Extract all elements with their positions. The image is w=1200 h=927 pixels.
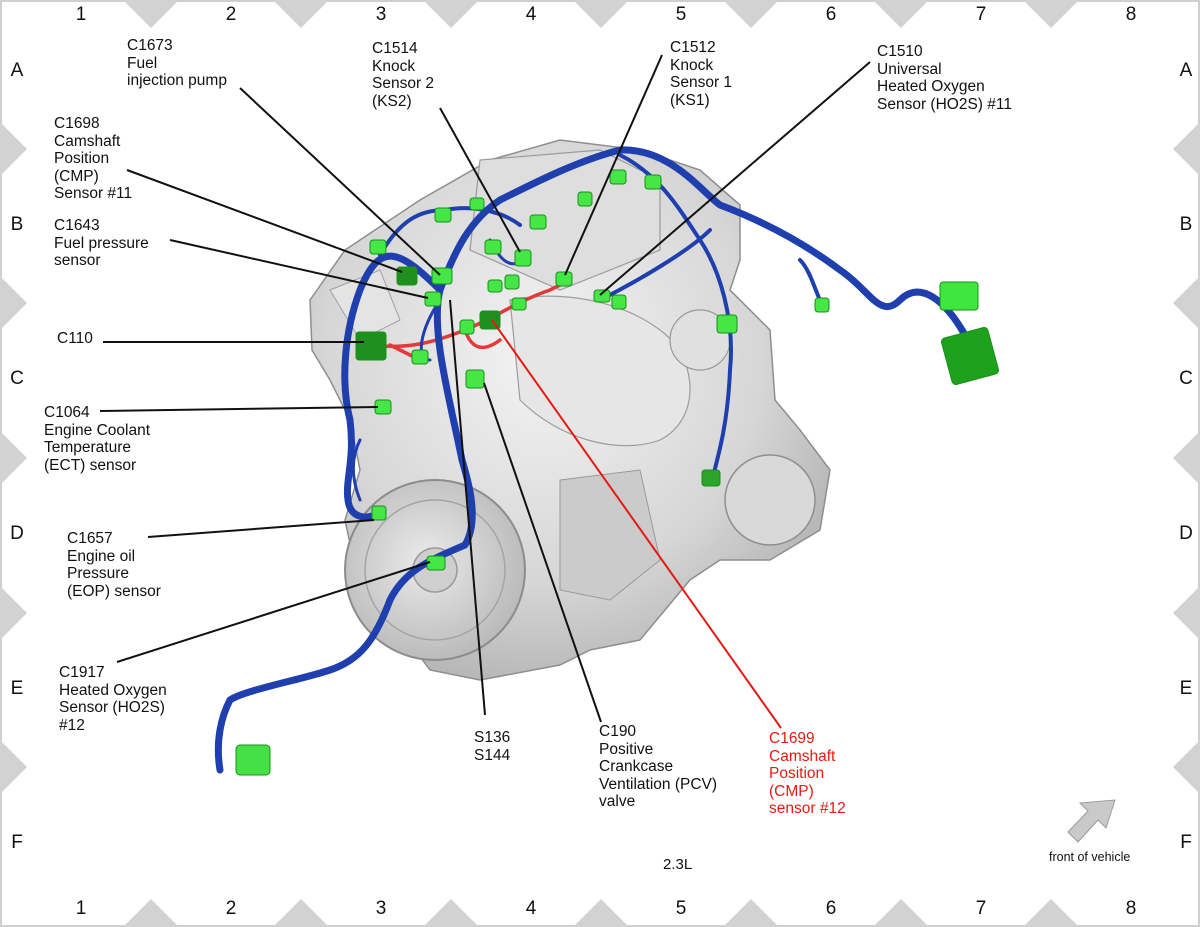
connector-c1698 (396, 266, 418, 286)
grid-col-5-bottom: 5 (675, 898, 687, 919)
bottom-frame-triangles (123, 899, 1079, 927)
leader-lines (99, 54, 871, 729)
leader-c1512 (564, 54, 663, 276)
grid-col-7-top: 7 (975, 4, 987, 25)
grid-row-e-left: E (10, 678, 24, 699)
connector-c1512 (555, 271, 573, 287)
leader-c1917 (116, 561, 431, 663)
leader-c1698 (126, 169, 403, 273)
leader-c1510 (599, 61, 871, 296)
label-c110: C110 (57, 330, 93, 347)
label-c1699: C1699 Camshaft Position (CMP) sensor #12 (769, 730, 846, 817)
grid-col-1-top: 1 (75, 4, 87, 25)
label-c1514: C1514 Knock Sensor 2 (KS2) (372, 40, 435, 110)
label-c1698: C1698 Camshaft Position (CMP) Sensor #11 (54, 115, 133, 202)
grid-row-d-right: D (1179, 523, 1193, 544)
grid-col-8-top: 8 (1125, 4, 1137, 25)
grid-col-4-bottom: 4 (525, 898, 537, 919)
grid-row-d-left: D (10, 523, 24, 544)
grid-row-b-right: B (1179, 214, 1193, 235)
grid-row-f-right: F (1180, 832, 1192, 853)
leader-c1657 (147, 519, 375, 538)
grid-col-3-bottom: 3 (375, 898, 387, 919)
grid-row-c-right: C (1179, 368, 1193, 389)
grid-col-6-top: 6 (825, 4, 837, 25)
leader-c1514 (439, 107, 521, 253)
grid-col-1-bottom: 1 (75, 898, 87, 919)
grid-row-b-left: B (10, 214, 24, 235)
connector-ho2s-11 (941, 327, 999, 385)
front-arrow-icon (1067, 799, 1116, 843)
grid-col-6-bottom: 6 (825, 898, 837, 919)
label-c1917: C1917 Heated Oxygen Sensor (HO2S) #12 (59, 664, 167, 734)
connector-c1643 (424, 291, 442, 307)
grid-col-5-top: 5 (675, 4, 687, 25)
left-frame-triangles (0, 122, 27, 794)
leader-c1673 (239, 87, 441, 276)
connectors (235, 169, 999, 776)
grid-row-f-left: F (11, 832, 23, 853)
label-c1643: C1643 Fuel pressure sensor (54, 217, 149, 269)
connector-c1917 (235, 744, 271, 776)
label-c1673: C1673 Fuel injection pump (127, 37, 227, 89)
grid-row-e-right: E (1179, 678, 1193, 699)
connector-c1510-body (939, 281, 979, 311)
connector-c1657 (371, 505, 387, 521)
leader-c190 (483, 382, 602, 723)
label-c1064: C1064 Engine Coolant Temperature (ECT) s… (44, 404, 150, 474)
leader-c1064 (99, 406, 379, 412)
leader-c1699 (491, 319, 782, 729)
label-c190: C190 Positive Crankcase Ventilation (PCV… (599, 723, 718, 810)
label-c1512: C1512 Knock Sensor 1 (KS1) (670, 39, 733, 109)
grid-col-4-top: 4 (525, 4, 537, 25)
alternator (724, 454, 816, 546)
engine-size-caption: 2.3L (663, 856, 693, 873)
grid-col-3-top: 3 (375, 4, 387, 25)
grid-row-a-left: A (10, 60, 24, 81)
grid-row-a-right: A (1179, 60, 1193, 81)
grid-col-8-bottom: 8 (1125, 898, 1137, 919)
connector-c1514 (514, 249, 532, 267)
grid-col-2-bottom: 2 (225, 898, 237, 919)
grid-row-c-left: C (10, 368, 24, 389)
leader-c1643 (169, 239, 429, 299)
front-of-vehicle-label: front of vehicle (1049, 850, 1131, 864)
right-frame-triangles (1173, 122, 1200, 794)
label-c1657: C1657 Engine oil Pressure (EOP) sensor (67, 530, 161, 600)
connector-c190 (465, 369, 485, 389)
leader-s136 (449, 299, 486, 716)
top-frame-triangles (123, 0, 1079, 28)
label-s136-s144: S136 S144 (474, 729, 511, 764)
grid-col-7-bottom: 7 (975, 898, 987, 919)
label-c1510: C1510 Universal Heated Oxygen Sensor (HO… (877, 43, 1012, 113)
connector-c110 (355, 331, 387, 361)
grid-col-2-top: 2 (225, 4, 237, 25)
